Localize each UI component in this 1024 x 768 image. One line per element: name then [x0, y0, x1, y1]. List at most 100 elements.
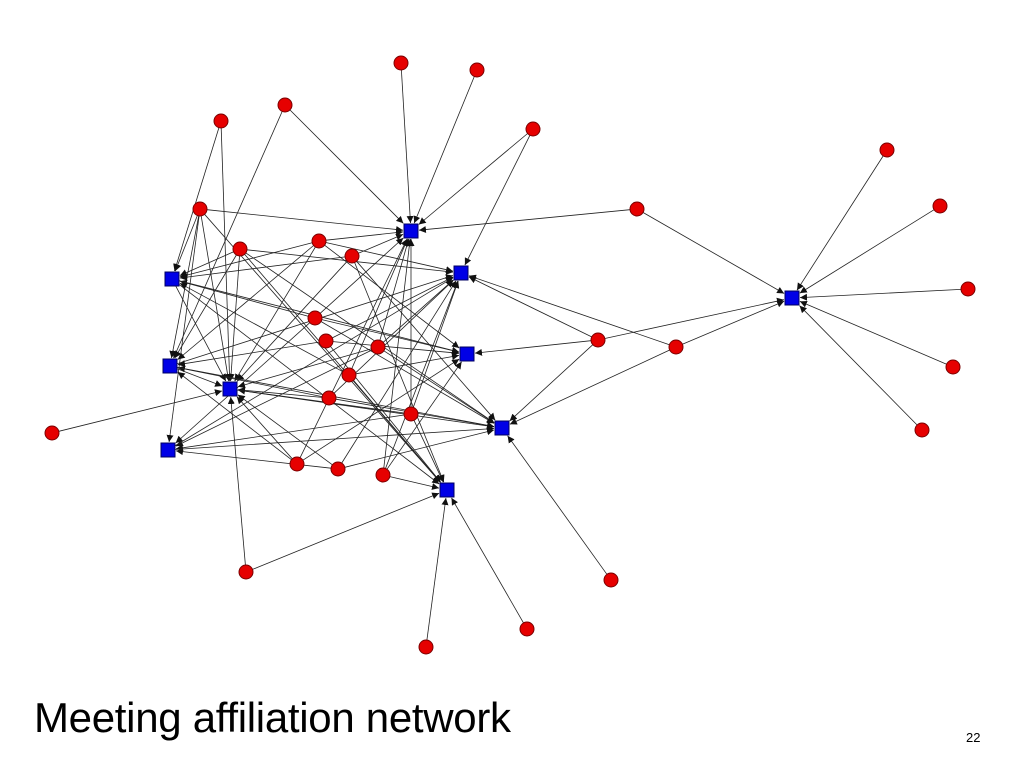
affiliation-edge	[355, 353, 460, 375]
affiliation-edge	[382, 279, 454, 343]
person-node	[318, 333, 334, 349]
affiliation-edge	[799, 289, 962, 301]
affiliation-edge	[379, 238, 411, 341]
affiliation-edge	[174, 215, 198, 272]
affiliation-edge	[507, 435, 608, 575]
affiliation-edge	[353, 380, 441, 483]
affiliation-edge	[237, 394, 333, 466]
person-node	[932, 198, 948, 214]
affiliation-edge	[175, 322, 311, 444]
affiliation-edge	[413, 76, 475, 224]
affiliation-edge	[177, 282, 440, 485]
affiliation-edge	[418, 133, 528, 225]
affiliation-edge	[200, 215, 232, 382]
person-node	[277, 97, 293, 113]
affiliation-edge	[206, 209, 404, 233]
affiliation-edge	[227, 396, 246, 566]
affiliation-edge	[386, 361, 462, 470]
meeting-node	[784, 290, 800, 306]
affiliation-edge	[320, 321, 495, 424]
affiliation-edge	[799, 300, 947, 365]
meeting-node	[439, 482, 455, 498]
affiliation-edge	[332, 276, 454, 339]
affiliation-edge	[358, 233, 404, 254]
person-node	[307, 310, 323, 326]
affiliation-edge	[799, 209, 935, 294]
affiliation-edge	[176, 368, 223, 387]
person-node	[879, 142, 895, 158]
affiliation-edge	[401, 69, 414, 224]
person-node	[945, 359, 961, 375]
person-node	[321, 390, 337, 406]
affiliation-edge	[796, 155, 884, 291]
slide-number: 22	[966, 730, 981, 745]
affiliation-edge	[325, 229, 404, 241]
person-node	[393, 55, 409, 71]
person-node	[232, 241, 248, 257]
affiliation-edge	[682, 300, 785, 345]
affiliation-edge	[174, 285, 227, 382]
edges	[58, 69, 962, 641]
person-node	[629, 201, 645, 217]
meeting-affiliation-network	[44, 55, 976, 655]
meeting-node	[494, 420, 510, 436]
person-node	[344, 248, 360, 264]
affiliation-edge	[237, 386, 323, 398]
affiliation-edge	[173, 127, 220, 272]
person-node	[603, 572, 619, 588]
affiliation-edge	[468, 276, 592, 338]
nodes	[44, 55, 976, 655]
affiliation-edge	[245, 252, 495, 424]
meeting-node	[222, 381, 238, 397]
person-node	[914, 422, 930, 438]
meeting-node	[164, 271, 180, 287]
affiliation-edge	[642, 212, 785, 294]
person-node	[590, 332, 606, 348]
affiliation-edge	[319, 237, 404, 314]
affiliation-edge	[204, 214, 441, 483]
affiliation-edge	[464, 135, 531, 266]
meeting-node	[453, 265, 469, 281]
person-node	[525, 121, 541, 137]
affiliation-edge	[383, 350, 495, 424]
person-node	[469, 62, 485, 78]
affiliation-edge	[413, 420, 444, 483]
affiliation-edge	[166, 215, 200, 443]
affiliation-edge	[236, 389, 495, 430]
meeting-node	[459, 346, 475, 362]
affiliation-edge	[179, 251, 234, 276]
affiliation-edge	[175, 349, 372, 447]
person-node	[418, 639, 434, 655]
affiliation-edge	[177, 371, 292, 461]
affiliation-edge	[302, 358, 460, 461]
affiliation-edge	[604, 297, 785, 339]
person-node	[375, 467, 391, 483]
person-node	[213, 113, 229, 129]
affiliation-edge	[175, 414, 405, 452]
person-node	[960, 281, 976, 297]
affiliation-edge	[324, 244, 460, 349]
person-node	[370, 339, 386, 355]
affiliation-edge	[177, 341, 320, 368]
affiliation-edge	[174, 425, 495, 450]
meeting-node	[162, 358, 178, 374]
meeting-node	[160, 442, 176, 458]
person-node	[668, 339, 684, 355]
affiliation-edge	[509, 344, 594, 422]
affiliation-edge	[179, 279, 309, 317]
affiliation-edge	[299, 238, 408, 458]
person-node	[44, 425, 60, 441]
affiliation-edge	[236, 260, 348, 382]
affiliation-edge	[252, 492, 440, 570]
affiliation-edge	[234, 246, 316, 382]
affiliation-edge	[289, 109, 404, 224]
affiliation-edge	[177, 365, 323, 397]
affiliation-edge	[179, 256, 346, 281]
affiliation-edge	[389, 476, 440, 490]
affiliation-edge	[179, 282, 343, 373]
affiliation-edge	[58, 389, 223, 432]
affiliation-edge	[356, 261, 496, 421]
affiliation-edge	[385, 280, 459, 469]
meeting-node	[403, 223, 419, 239]
slide-title: Meeting affiliation network	[34, 694, 511, 741]
